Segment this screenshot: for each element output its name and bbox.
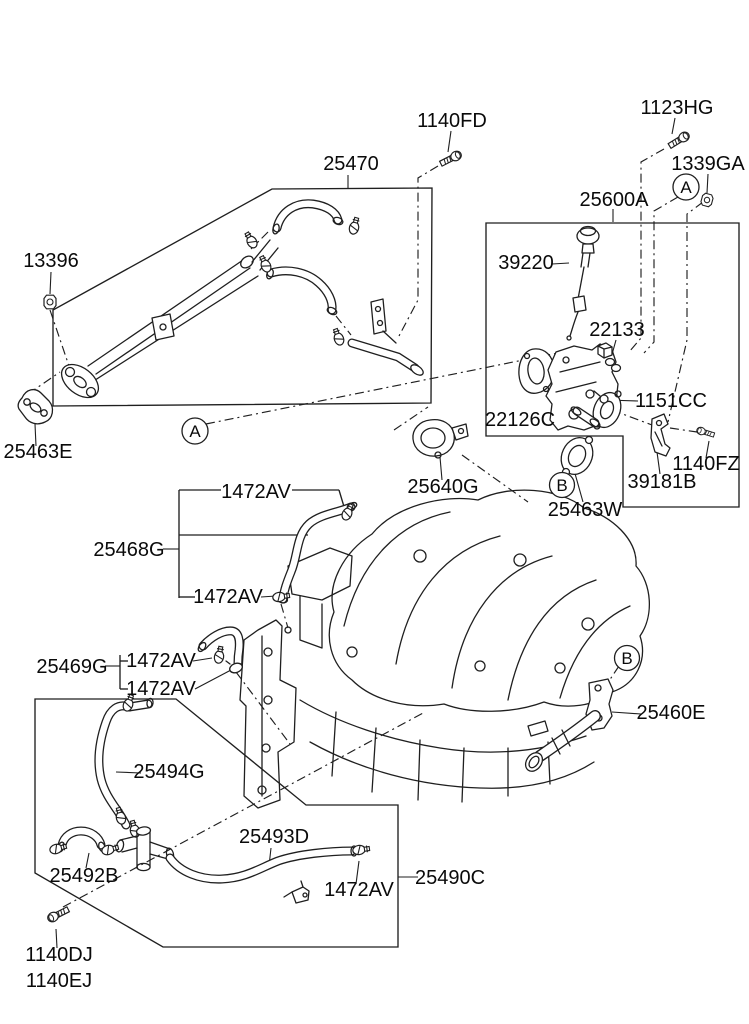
part-label-1472av-top: 1472AV <box>221 481 291 503</box>
nut-icon-13396 <box>43 294 57 310</box>
leader-callout-a-mid <box>205 352 559 425</box>
svg-text:B: B <box>621 649 632 668</box>
part-label-1140dj: 1140DJ <box>25 944 92 966</box>
part-label-1472av-left-1: 1472AV <box>126 650 196 672</box>
callout-b-right: B <box>613 644 641 672</box>
svg-text:A: A <box>189 422 201 441</box>
part-label-25460e: 25460E <box>637 702 706 724</box>
part-label-1472av-mid: 1472AV <box>193 586 263 608</box>
hose-25492b <box>48 826 120 857</box>
hose-clamp-icon <box>212 645 226 665</box>
bolt-icon-1140fd <box>438 148 464 169</box>
thermostat-gasket-25463w <box>560 435 594 477</box>
leader-1140fd <box>398 165 439 337</box>
part-label-25600a: 25600A <box>580 189 650 211</box>
pipe-lower-right <box>347 298 424 376</box>
leader-1140dj <box>62 711 426 908</box>
bracket-39181b <box>650 413 671 457</box>
svg-text:A: A <box>680 178 692 197</box>
part-label-25469g: 25469G <box>36 656 107 678</box>
bolt-icon-1140dj <box>45 904 71 925</box>
part-label-22126c: 22126C <box>485 409 555 431</box>
part-label-39220: 39220 <box>498 252 554 274</box>
bolt-icon-1140fz <box>695 425 716 439</box>
part-label-13396: 13396 <box>23 250 79 272</box>
bolt-1151cc <box>593 390 609 404</box>
leader-1123hg <box>628 148 665 353</box>
part-label-22133: 22133 <box>589 319 645 341</box>
water-pipe-assembly-25470 <box>60 199 424 399</box>
hose-25493d <box>165 843 371 884</box>
part-label-39181b: 39181B <box>628 471 697 493</box>
hose-nipple <box>284 626 292 634</box>
leader-1339ga <box>667 201 704 423</box>
throttle-body <box>545 342 622 431</box>
part-label-25463e: 25463E <box>4 441 73 463</box>
part-label-25493d: 25493D <box>239 826 309 848</box>
throttle-fitting-group-25600a <box>518 225 716 477</box>
part-label-25468g: 25468G <box>93 539 164 561</box>
gasket-25640g <box>412 418 469 459</box>
box-25470 <box>52 187 433 407</box>
spacer-22126c <box>570 406 601 428</box>
callout-a-mid: A <box>181 417 209 445</box>
hose-group-25490c <box>48 692 371 904</box>
hose-25468g <box>271 501 358 604</box>
pipe-bracket-right <box>370 298 387 335</box>
fitting-1472av-bottom <box>283 880 310 904</box>
part-label-25490c: 25490C <box>415 867 485 889</box>
pipe-tab <box>527 720 549 737</box>
svg-text:B: B <box>556 476 567 495</box>
part-label-1140fd: 1140FD <box>417 110 487 132</box>
hose-clamp-icon <box>242 230 260 251</box>
part-label-1140fz: 1140FZ <box>672 453 739 475</box>
part-label-25470: 25470 <box>323 153 379 175</box>
stud-22133 <box>604 357 622 373</box>
group-part-labels: 1140FD 1123HG 1339GA 25600A 25470 39220 … <box>4 97 746 992</box>
part-label-1472av-left-2: 1472AV <box>126 678 196 700</box>
group-callouts: A A B B <box>181 173 700 672</box>
bracket-25469g <box>119 655 128 690</box>
nut-icon-1339ga <box>699 192 715 208</box>
box-25600a <box>485 222 740 508</box>
part-label-1123hg: 1123HG <box>640 97 713 119</box>
inlet-gasket <box>518 348 555 394</box>
leader-callout-a-top <box>643 196 679 354</box>
bracket-25468g <box>178 489 346 598</box>
pipe-flange <box>60 363 100 399</box>
gasket-25463e <box>17 388 54 425</box>
hose-upper-elbow <box>272 199 344 235</box>
part-label-25494g: 25494G <box>133 761 204 783</box>
hose-middle <box>266 266 338 316</box>
callout-a-top: A <box>672 173 700 201</box>
pipe-25460e <box>524 678 614 772</box>
part-label-1140ej: 1140EJ <box>26 970 92 992</box>
pipe-tee <box>240 255 254 269</box>
hose-25469g <box>197 626 244 674</box>
group-dashdot-leaders <box>27 148 704 908</box>
part-label-1339ga: 1339GA <box>671 153 745 175</box>
part-label-25463w: 25463W <box>548 499 623 521</box>
part-label-1472av-bottom: 1472AV <box>324 879 394 901</box>
tee-pipe <box>115 826 175 872</box>
hose-clamp-icon <box>347 216 362 236</box>
pipe-bracket-left <box>151 313 175 341</box>
part-label-25640g: 25640G <box>407 476 478 498</box>
hose-clamp-icon <box>330 326 347 347</box>
part-label-25492b: 25492B <box>50 865 119 887</box>
box-25490c <box>34 698 399 948</box>
hose-end-fitting <box>225 660 243 674</box>
group-boxes <box>34 187 740 948</box>
bolt-icon-1123hg <box>666 129 692 151</box>
sensor-39220 <box>566 225 600 341</box>
callout-b-center: B <box>548 471 576 499</box>
hose-25494g <box>94 692 154 839</box>
part-label-1151cc: 1151CC <box>635 390 707 412</box>
